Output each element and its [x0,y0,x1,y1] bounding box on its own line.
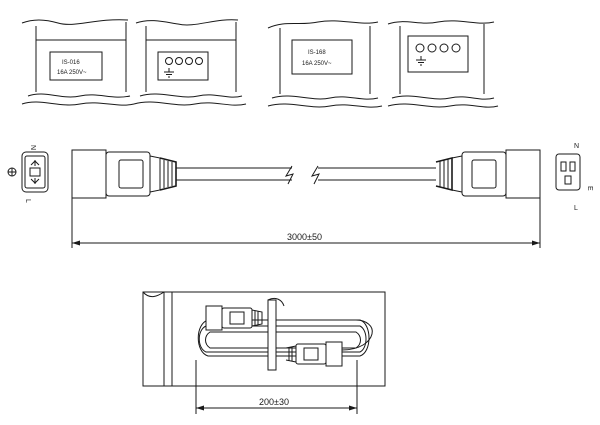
coil-length-label: 200±30 [259,397,289,407]
cert-mark-icon [165,57,203,65]
detail-plug-label-right: IS-168 16A 250V~ [267,20,383,108]
main-cable [176,165,436,185]
left-connector [71,149,177,199]
pin-label-l-left: L [24,199,31,203]
detail-cert-marks-right [387,20,499,108]
plug-right-code: IS-168 [308,50,326,56]
pin-label-l-right: L [574,205,578,212]
detail-cert-marks-left [133,19,247,106]
ground-symbol-icon [164,68,174,78]
dimension-cable-length: 3000±50 [71,198,541,248]
right-connector [435,149,541,199]
coiled-package [142,291,386,387]
cert-mark-icon [415,43,461,53]
plug-left-code: IS-016 [62,60,80,66]
detail-plug-label-left: IS-016 16A 250V~ [21,19,135,106]
left-face-view: N L [7,145,49,203]
right-face-view: N E L [555,143,593,212]
plug-left-rating: 16A 250V~ [57,70,87,76]
pin-label-n-left: N [29,145,36,150]
ground-symbol-icon [416,56,426,66]
plug-right-rating: 16A 250V~ [302,61,332,67]
pin-label-e-right: E [586,186,593,191]
dimension-coil-length: 200±30 [195,360,358,414]
pin-label-n-right: N [574,143,579,150]
cable-length-label: 3000±50 [287,232,322,242]
